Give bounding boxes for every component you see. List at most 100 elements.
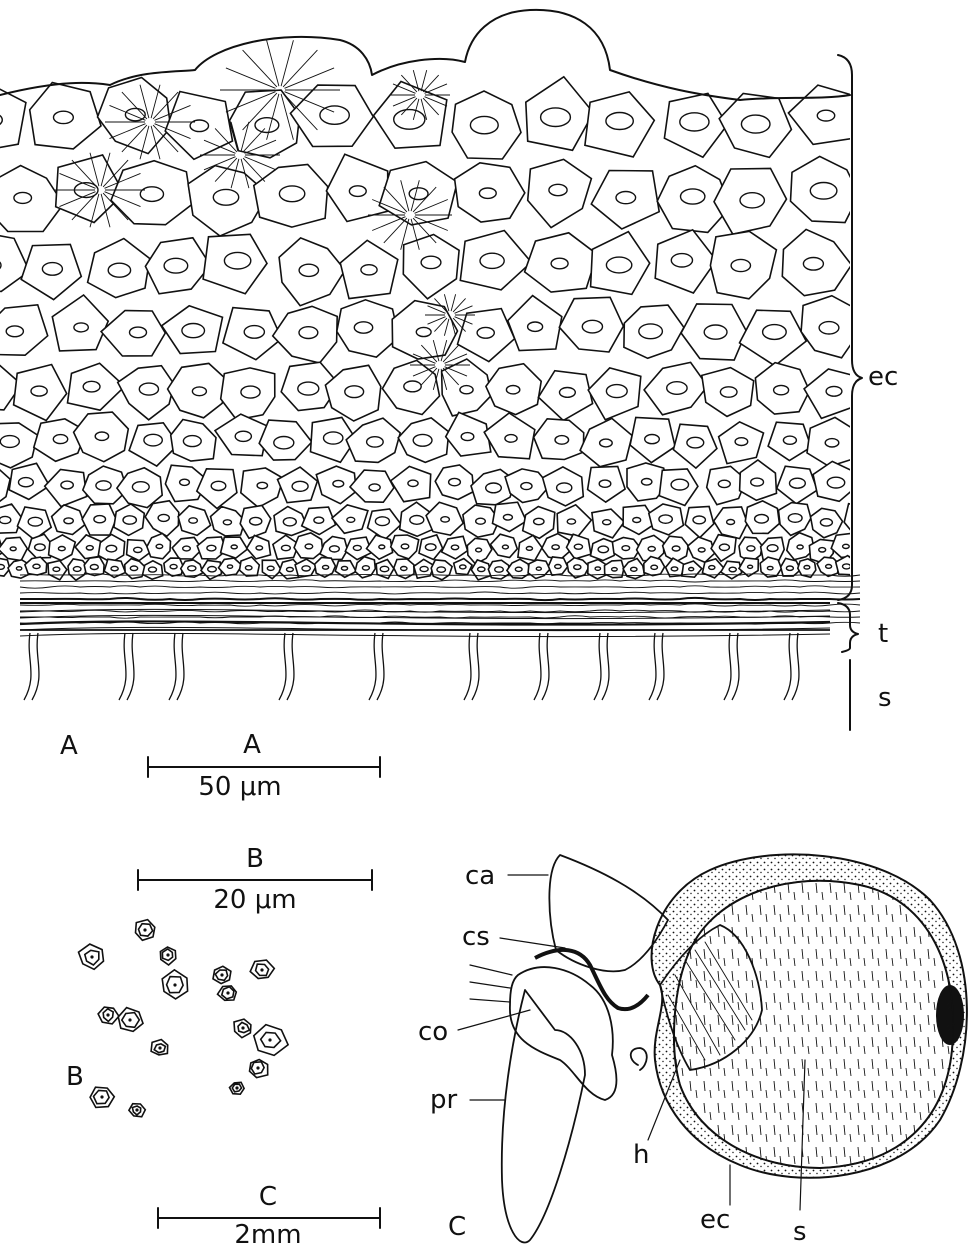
epidermal-cell <box>171 420 216 462</box>
epidermal-cell <box>221 537 248 558</box>
epidermal-cell <box>588 368 641 420</box>
epidermal-cell <box>350 470 394 502</box>
epidermal-cell <box>664 93 727 157</box>
leader-cs <box>500 938 565 948</box>
epidermal-cell <box>714 168 787 234</box>
pit-canal <box>226 68 276 88</box>
epidermal-cell <box>114 504 144 535</box>
sclerotesta-wall <box>542 633 549 700</box>
epidermal-cell <box>486 364 541 415</box>
epidermal-cell <box>442 536 468 559</box>
epidermal-cell <box>392 301 457 360</box>
scale-bar-b-letter: B <box>246 844 264 874</box>
epidermal-cell <box>340 240 398 298</box>
fibre-line <box>20 592 860 594</box>
leader-co <box>458 1010 530 1030</box>
epidermal-cell <box>740 310 807 366</box>
pit-canal <box>267 40 279 86</box>
epidermal-cell <box>745 501 779 534</box>
epidermal-cell <box>49 535 76 560</box>
epidermal-cell <box>454 559 472 575</box>
label-cs: cs <box>462 922 490 952</box>
epidermal-cell <box>290 85 373 146</box>
epidermal-cell <box>56 155 124 223</box>
epidermal-cell <box>145 501 179 536</box>
epidermal-cell <box>624 305 684 358</box>
epidermal-cell <box>435 465 474 500</box>
scale-bar-c: C 2mm <box>158 1182 380 1249</box>
cell-lumen-dot <box>226 991 229 994</box>
sclerotesta-wall <box>32 633 39 700</box>
epidermal-cell <box>777 466 818 504</box>
cell-lumen-dot <box>260 968 263 971</box>
epidermal-cell <box>426 502 463 535</box>
epidermal-cell <box>493 502 527 531</box>
epidermal-cell <box>538 371 592 421</box>
label-pr: pr <box>430 1085 458 1115</box>
epidermal-cell <box>215 414 268 456</box>
epidermal-cell <box>9 463 49 499</box>
epidermal-cell <box>247 535 271 559</box>
epidermal-cell <box>326 154 387 221</box>
epidermal-cell <box>178 506 211 536</box>
epidermal-cell <box>45 470 87 507</box>
pit-canal <box>421 70 427 91</box>
epidermal-cell <box>452 91 521 159</box>
epidermal-cell <box>325 365 380 421</box>
cell-lumen-dot <box>241 1026 244 1029</box>
epidermal-cell <box>543 467 584 506</box>
sclerotesta-wall <box>649 633 656 700</box>
epidermal-cell <box>542 534 569 560</box>
epidermal-cell <box>442 359 492 416</box>
epidermal-cell <box>332 505 368 533</box>
epidermal-cell <box>681 304 746 360</box>
cell-lumen-dot <box>166 953 169 956</box>
epidermal-cell-mosaic <box>0 40 876 580</box>
epidermal-cell <box>346 418 400 462</box>
epidermal-cell <box>197 469 237 509</box>
cell-lumen-dot <box>100 1095 103 1098</box>
epidermal-cell <box>48 561 67 580</box>
pit-canal <box>425 84 448 93</box>
epidermal-cell <box>505 469 549 503</box>
pit-canal <box>423 75 439 92</box>
cell-lumen-dot <box>235 1086 238 1089</box>
epidermal-cell <box>129 423 178 466</box>
sclerotesta-wall <box>602 633 609 700</box>
epidermal-cell <box>431 560 452 580</box>
epidermal-cell <box>710 231 776 298</box>
panel-a-section: ec t s A <box>0 10 898 761</box>
scale-bar-b-label: 20 μm <box>213 885 296 915</box>
epidermal-cell <box>162 306 223 354</box>
epidermal-cell <box>273 306 338 363</box>
epidermal-cell <box>240 505 271 538</box>
epidermal-cell <box>779 503 811 536</box>
scale-bar-b: B 20 μm <box>138 844 372 915</box>
sclerotesta-wall <box>472 633 479 700</box>
sclerotesta-wall <box>594 633 601 700</box>
epidermal-cell <box>768 422 811 460</box>
epidermal-cell <box>391 466 431 501</box>
sclerotesta-wall <box>127 633 134 700</box>
label-ca: ca <box>465 861 495 891</box>
epidermal-cell <box>458 309 515 362</box>
label-ec-c: ec <box>700 1205 730 1235</box>
epidermal-cell <box>782 229 851 295</box>
epidermal-cell <box>655 230 716 293</box>
cell-lumen <box>852 515 866 524</box>
sclerotesta-wall <box>287 633 294 700</box>
epidermal-cell <box>644 557 665 576</box>
epidermal-cell <box>719 94 791 158</box>
epidermal-cell <box>118 366 174 420</box>
epidermal-cell <box>117 468 162 508</box>
epidermal-cell <box>673 424 717 468</box>
epidermal-cell <box>367 535 393 559</box>
epidermal-cell <box>0 466 10 508</box>
sclerotesta-wall <box>24 633 31 700</box>
epidermal-cell <box>791 156 860 222</box>
epidermal-cell <box>25 557 47 575</box>
epidermal-cell <box>663 536 689 562</box>
epidermal-cell <box>813 461 854 501</box>
sclerotesta-wall <box>377 633 384 700</box>
